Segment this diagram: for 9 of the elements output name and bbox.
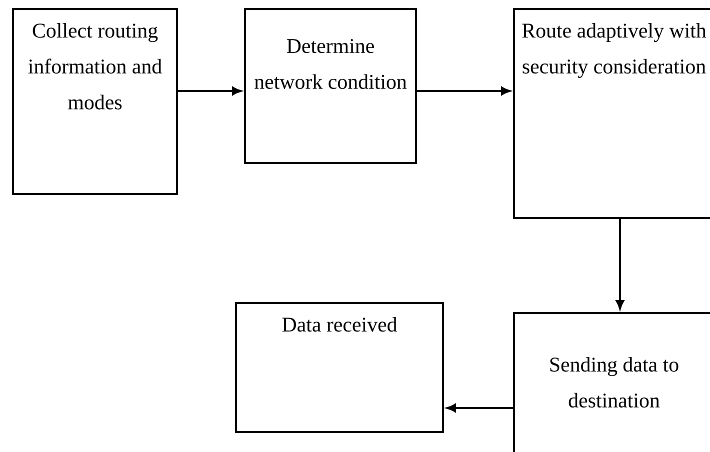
process-box: Collect routing information and modes bbox=[12, 8, 178, 195]
arrow bbox=[417, 86, 510, 96]
process-box: Route adaptively with security consideration bbox=[513, 8, 710, 219]
arrow bbox=[446, 404, 513, 412]
process-box: Sending data to destination bbox=[513, 312, 710, 452]
arrow bbox=[178, 86, 242, 96]
process-box: Determine network condition bbox=[244, 8, 417, 164]
process-box: Data received bbox=[235, 302, 444, 433]
arrow bbox=[616, 217, 624, 310]
